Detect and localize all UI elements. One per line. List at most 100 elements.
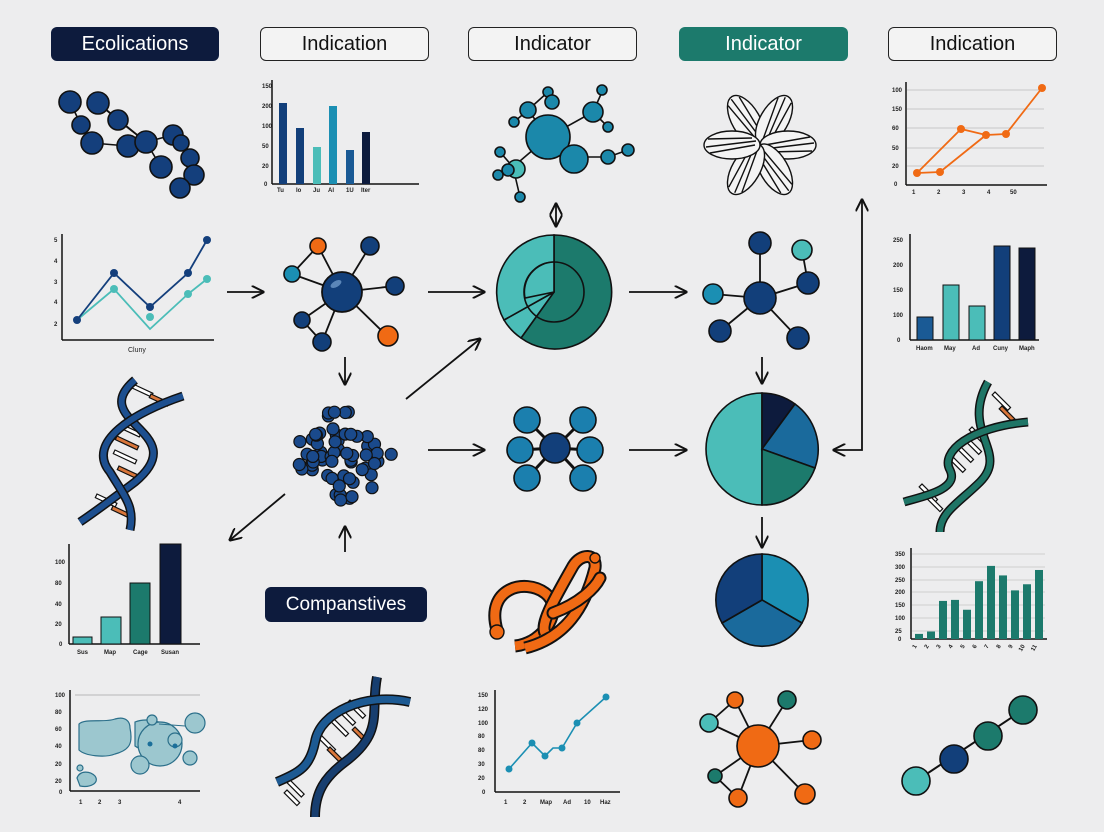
svg-text:60: 60 bbox=[892, 126, 899, 132]
header-indicator-1[interactable]: Indicator bbox=[468, 27, 637, 61]
svg-text:Map: Map bbox=[540, 800, 552, 806]
svg-text:200: 200 bbox=[895, 590, 906, 596]
svg-text:0: 0 bbox=[897, 338, 901, 344]
svg-text:80: 80 bbox=[478, 748, 485, 754]
svg-text:2: 2 bbox=[98, 800, 102, 806]
svg-text:7: 7 bbox=[984, 643, 991, 649]
svg-text:200: 200 bbox=[893, 263, 904, 269]
svg-text:150: 150 bbox=[478, 693, 489, 699]
comparatives-label[interactable]: Companstives bbox=[265, 587, 427, 622]
header-ecolications[interactable]: Ecolications bbox=[51, 27, 219, 61]
svg-text:11: 11 bbox=[1030, 643, 1039, 652]
svg-text:100: 100 bbox=[262, 124, 273, 130]
svg-text:4: 4 bbox=[54, 300, 58, 306]
svg-text:0: 0 bbox=[894, 182, 898, 188]
svg-text:5: 5 bbox=[960, 643, 967, 649]
svg-text:250: 250 bbox=[893, 238, 904, 244]
header-label: Indicator bbox=[725, 32, 802, 55]
svg-text:3: 3 bbox=[54, 280, 58, 286]
flower-icon bbox=[703, 94, 817, 196]
svg-text:80: 80 bbox=[55, 710, 62, 716]
svg-text:4: 4 bbox=[54, 259, 58, 265]
donut-chart bbox=[495, 234, 613, 350]
svg-text:150: 150 bbox=[892, 107, 903, 113]
svg-text:100: 100 bbox=[55, 560, 66, 566]
svg-text:250: 250 bbox=[895, 578, 906, 584]
svg-text:2: 2 bbox=[924, 643, 931, 649]
header-indicator-2[interactable]: Indicator bbox=[679, 27, 848, 61]
svg-text:5: 5 bbox=[54, 238, 58, 244]
center-label-text: Companstives bbox=[285, 593, 407, 615]
svg-text:20: 20 bbox=[478, 776, 485, 782]
svg-text:300: 300 bbox=[895, 565, 906, 571]
line-chart-bottom: 150 120 100 80 80 30 20 0 1 2 Map Ad 10 … bbox=[478, 690, 620, 806]
bar-chart-bottom-left: 100 80 40 20 0 Sus Map Cage Susan bbox=[55, 543, 200, 656]
header-indication-2[interactable]: Indication bbox=[888, 27, 1057, 61]
svg-text:2: 2 bbox=[937, 190, 941, 196]
svg-text:Susan: Susan bbox=[161, 650, 179, 656]
star-molecule-icon bbox=[702, 231, 820, 350]
svg-text:Tu: Tu bbox=[277, 188, 284, 194]
dna-helix-bottom-icon bbox=[275, 676, 412, 818]
svg-text:50: 50 bbox=[262, 144, 269, 150]
svg-text:10: 10 bbox=[584, 800, 591, 806]
header-label: Indicator bbox=[514, 32, 591, 55]
svg-text:1: 1 bbox=[504, 800, 508, 806]
svg-text:100: 100 bbox=[478, 721, 489, 727]
svg-text:20: 20 bbox=[262, 164, 269, 170]
svg-text:May: May bbox=[944, 346, 956, 352]
header-label: Indication bbox=[929, 32, 1016, 55]
svg-text:60: 60 bbox=[55, 727, 62, 733]
svg-text:0: 0 bbox=[264, 182, 268, 188]
svg-text:Al: Al bbox=[328, 188, 334, 194]
header-indication-1[interactable]: Indication bbox=[260, 27, 429, 61]
svg-text:350: 350 bbox=[895, 552, 906, 558]
svg-text:Haz: Haz bbox=[600, 800, 611, 806]
svg-text:20: 20 bbox=[55, 622, 62, 628]
svg-text:20: 20 bbox=[892, 164, 899, 170]
svg-text:40: 40 bbox=[55, 744, 62, 750]
svg-text:Ju: Ju bbox=[313, 188, 320, 194]
svg-text:1: 1 bbox=[912, 643, 919, 649]
orange-hub-molecule-icon bbox=[699, 690, 822, 808]
svg-text:25: 25 bbox=[895, 629, 902, 635]
svg-text:Ad: Ad bbox=[563, 800, 571, 806]
svg-text:100: 100 bbox=[895, 616, 906, 622]
bar-chart-right: 250 200 150 100 0 Haom May Ad Cuny Maph bbox=[893, 234, 1039, 352]
compact-molecule-icon bbox=[506, 406, 604, 492]
svg-text:8: 8 bbox=[996, 643, 1003, 649]
branched-molecule-icon bbox=[492, 84, 635, 203]
molecule-chain-icon bbox=[58, 90, 205, 199]
pie-chart-center bbox=[705, 392, 819, 506]
header-label: Ecolications bbox=[81, 32, 189, 55]
svg-text:10: 10 bbox=[1018, 643, 1027, 652]
svg-text:3: 3 bbox=[936, 643, 943, 649]
pie-chart-bottom bbox=[715, 553, 809, 648]
svg-text:20: 20 bbox=[55, 779, 62, 785]
dna-helix-icon bbox=[77, 376, 185, 531]
chain-links-icon bbox=[488, 550, 607, 655]
svg-text:20: 20 bbox=[55, 762, 62, 768]
svg-text:80: 80 bbox=[55, 581, 62, 587]
svg-text:3: 3 bbox=[962, 190, 966, 196]
svg-text:4: 4 bbox=[948, 643, 955, 649]
svg-text:150: 150 bbox=[262, 84, 273, 90]
header-label: Indication bbox=[301, 32, 388, 55]
svg-text:Haom: Haom bbox=[916, 346, 933, 352]
svg-text:Map: Map bbox=[104, 650, 116, 656]
line-chart-left: 5 4 3 4 2 Cluny bbox=[54, 234, 214, 354]
svg-text:Ad: Ad bbox=[972, 346, 980, 352]
svg-text:50: 50 bbox=[892, 146, 899, 152]
svg-text:9: 9 bbox=[1008, 643, 1015, 649]
svg-text:0: 0 bbox=[898, 637, 902, 643]
svg-text:0: 0 bbox=[59, 790, 63, 796]
svg-text:0: 0 bbox=[59, 642, 63, 648]
svg-text:100: 100 bbox=[892, 88, 903, 94]
linear-molecule-icon bbox=[901, 695, 1038, 796]
svg-text:40: 40 bbox=[55, 602, 62, 608]
svg-text:150: 150 bbox=[895, 603, 906, 609]
svg-text:Sus: Sus bbox=[77, 650, 89, 656]
dna-helix-teal-icon bbox=[902, 379, 1029, 533]
